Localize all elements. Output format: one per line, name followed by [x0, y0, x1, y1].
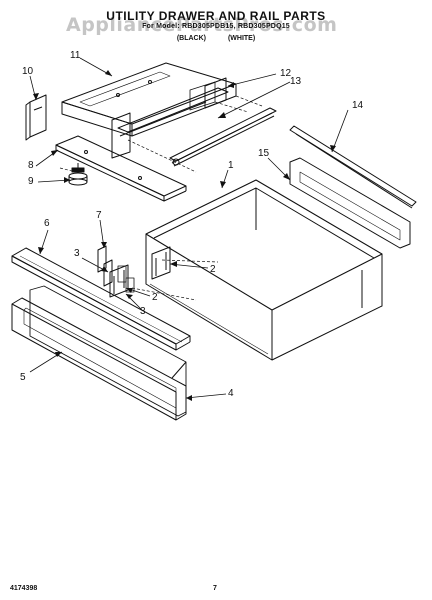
color-labels: (BLACK) (WHITE) — [0, 35, 432, 42]
footer-page-number: 7 — [213, 585, 217, 592]
color-label-black: (BLACK) — [176, 35, 206, 42]
part-13-slide-rail — [169, 107, 277, 167]
callout-4: 4 — [228, 388, 234, 399]
footer-part-number: 4174398 — [10, 585, 38, 592]
model-subtitle: For Model: RBD305PDB15, RBD305PDQ15 — [142, 23, 290, 30]
callout-5: 5 — [20, 372, 26, 383]
part-6-front-trim — [11, 247, 191, 351]
part-8-leveling-rail — [55, 135, 187, 202]
watermark: AppliancePartsPros.com — [66, 14, 338, 36]
callout-14: 14 — [352, 100, 364, 111]
callout-10: 10 — [22, 66, 34, 77]
callout-1: 1 — [228, 160, 234, 171]
part-12-rail-bracket — [117, 77, 229, 137]
part-15-rear-panel — [289, 157, 411, 249]
callout-6: 6 — [44, 218, 50, 229]
callout-12: 12 — [280, 68, 292, 79]
part-5-front-panel-frame — [11, 297, 187, 421]
callout-15: 15 — [258, 148, 270, 159]
callout-13: 13 — [290, 76, 302, 87]
part-10-bracket — [25, 94, 47, 141]
diagram-title: UTILITY DRAWER AND RAIL PARTS — [106, 9, 326, 23]
part-4-front-panel — [29, 285, 187, 417]
part-7-side-bracket — [97, 245, 113, 287]
callout-7: 7 — [96, 210, 102, 221]
arrowheads — [33, 70, 336, 401]
alignment-lines — [59, 95, 263, 301]
color-label-white: (WHITE) — [227, 35, 256, 42]
part-2-slide-bracket-right — [151, 246, 171, 280]
part-14-trim-strip — [289, 125, 417, 209]
callout-3-upper: 3 — [74, 248, 80, 259]
callout-8: 8 — [28, 160, 34, 171]
part-1-drawer-pan — [145, 179, 383, 361]
callout-2-upper: 2 — [210, 264, 216, 275]
part-2-slide-bracket-left — [109, 264, 129, 298]
callout-2-lower: 2 — [152, 292, 158, 303]
callout-11: 11 — [70, 50, 81, 61]
callout-9: 9 — [28, 176, 34, 187]
part-9-leveling-leg — [68, 163, 88, 186]
callout-3-lower: 3 — [140, 306, 146, 317]
